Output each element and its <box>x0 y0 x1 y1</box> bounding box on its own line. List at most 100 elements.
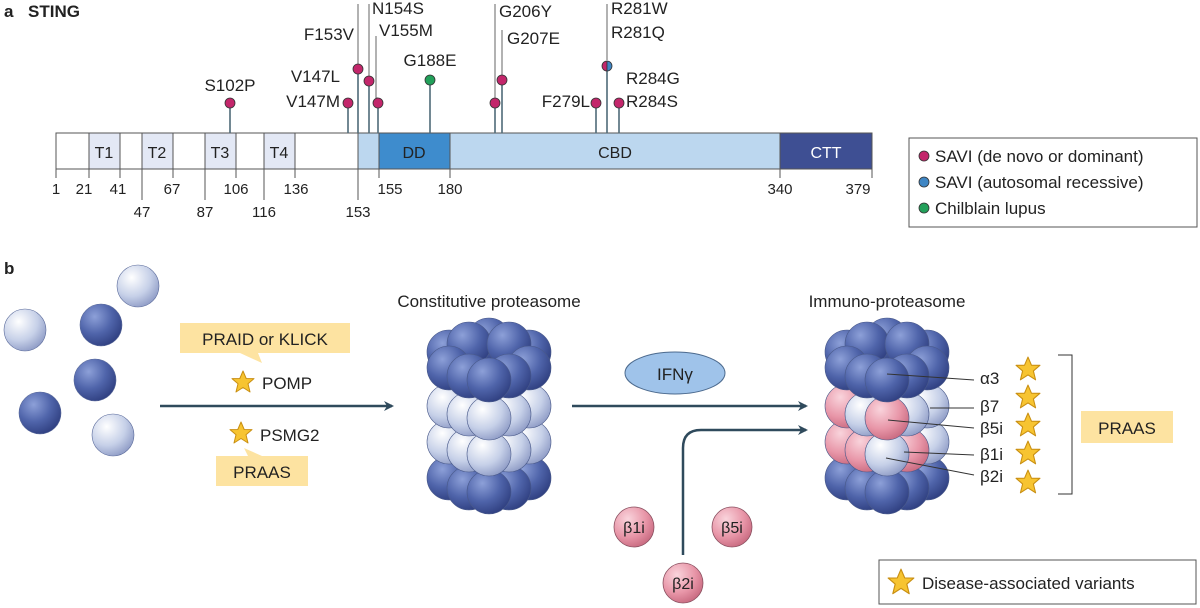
ifn-label: IFNγ <box>657 365 693 384</box>
mut-g206y: G206Y <box>499 2 552 21</box>
mut-f279l: F279L <box>542 92 590 111</box>
mutation-leaders <box>357 4 608 99</box>
subunit-leaders <box>885 373 975 476</box>
subunit-b1i: β1i <box>980 445 1003 464</box>
tick-87: 87 <box>197 204 214 221</box>
panel-a-title: STING <box>28 2 80 21</box>
tick-116: 116 <box>252 204 276 221</box>
domain-ctt <box>779 132 873 170</box>
label-t3: T3 <box>211 145 230 162</box>
protein-bar <box>55 132 873 170</box>
label-dd: DD <box>402 145 425 162</box>
constitutive-title: Constitutive proteasome <box>397 292 580 311</box>
mut-r284g: R284G <box>626 69 680 88</box>
mut-v147l: V147L <box>291 67 340 86</box>
praas-label-left: PRAAS <box>233 463 291 482</box>
domain-t4 <box>263 132 296 170</box>
tick-labels-top: 1 21 41 67 106 136 155 180 340 379 <box>52 181 871 198</box>
psmg2-label: PSMG2 <box>260 426 320 445</box>
domain-dd <box>378 132 451 170</box>
mut-n154s: N154S <box>372 0 424 18</box>
legend-a: SAVI (de novo or dominant) SAVI (autosom… <box>908 137 1198 228</box>
panel-a-letter: a <box>4 2 14 21</box>
mut-r281w: R281W <box>611 0 668 18</box>
tick-180: 180 <box>437 181 462 198</box>
pomp-label: POMP <box>262 374 312 393</box>
mut-f153v: F153V <box>304 25 355 44</box>
mutation-markers <box>224 60 625 109</box>
legend-chilblain: Chilblain lupus <box>935 199 1046 218</box>
subunit-b1i-ball <box>613 506 655 548</box>
tick-136: 136 <box>283 181 308 198</box>
pomp-star-icon <box>231 370 255 393</box>
variant-stars <box>1015 356 1041 494</box>
domain-cbd <box>449 132 781 170</box>
panel-b-letter: b <box>4 259 14 278</box>
tick-lines <box>55 169 873 200</box>
subunit-b5i-ball <box>711 506 753 548</box>
tick-1: 1 <box>52 181 60 198</box>
domain-t3 <box>204 132 237 170</box>
star-a3-icon <box>1015 356 1041 381</box>
domain-t2 <box>141 132 174 170</box>
legend-savi-recessive: SAVI (autosomal recessive) <box>935 173 1143 192</box>
subunit-b5i: β5i <box>980 419 1003 438</box>
psmg2-star-icon <box>229 421 253 444</box>
label-b5i: β5i <box>721 520 743 537</box>
label-t4: T4 <box>270 145 289 162</box>
legend-variants-label: Disease-associated variants <box>922 574 1135 593</box>
mut-r281q: R281Q <box>611 23 665 42</box>
legend-chilblain-marker <box>918 202 930 214</box>
legend-b: Disease-associated variants <box>878 559 1197 605</box>
subunit-b2i: β2i <box>980 467 1003 486</box>
arrows <box>160 401 808 555</box>
tick-153: 153 <box>345 204 370 221</box>
legend-savi-dominant: SAVI (de novo or dominant) <box>935 147 1144 166</box>
mut-s102p: S102P <box>204 76 255 95</box>
subunit-b7: β7 <box>980 397 999 416</box>
praid-box <box>180 323 350 353</box>
ifn-ellipse <box>624 351 726 395</box>
domain-light-1 <box>357 132 380 170</box>
star-b5i-icon <box>1015 412 1041 437</box>
tick-21: 21 <box>76 181 93 198</box>
tick-67: 67 <box>164 181 181 198</box>
constitutive-proteasome <box>426 317 552 515</box>
label-t1: T1 <box>95 145 114 162</box>
tick-106: 106 <box>223 181 248 198</box>
arrow-incorporation <box>681 425 808 555</box>
praid-label: PRAID or KLICK <box>202 330 328 349</box>
star-b1i-icon <box>1015 440 1041 465</box>
label-b2i: β2i <box>672 576 694 593</box>
tick-155: 155 <box>377 181 402 198</box>
immuno-title: Immuno-proteasome <box>809 292 966 311</box>
mut-g188e: G188E <box>404 51 457 70</box>
mut-v155m: V155M <box>379 21 433 40</box>
tick-41: 41 <box>110 181 127 198</box>
tick-47: 47 <box>134 204 151 221</box>
free-immuno-subunits <box>613 506 753 604</box>
label-t2: T2 <box>148 145 167 162</box>
immuno-subunit-labels: α3 β7 β5i β1i β2i <box>980 369 1003 486</box>
praas-label-right: PRAAS <box>1098 419 1156 438</box>
label-ctt: CTT <box>810 145 841 162</box>
mut-r284s: R284S <box>626 92 678 111</box>
free-subunits <box>3 264 160 457</box>
domain-t1 <box>88 132 121 170</box>
mutation-stems <box>229 66 620 133</box>
tick-379: 379 <box>845 181 870 198</box>
label-cbd: CBD <box>598 145 632 162</box>
label-b1i: β1i <box>623 520 645 537</box>
praas-box-right <box>1081 411 1173 443</box>
star-b2i-icon <box>1015 469 1041 494</box>
legend-savi-dominant-marker <box>918 150 930 162</box>
tick-labels-bottom: 47 87 116 153 <box>134 204 371 221</box>
subunit-b2i-ball <box>662 562 704 604</box>
immuno-proteasome <box>824 317 950 515</box>
star-b7-icon <box>1015 384 1041 409</box>
mut-g207e: G207E <box>507 29 560 48</box>
bracket <box>1058 354 1073 495</box>
mutation-labels: S102P V147L V147M F153V N154S V155M G188… <box>204 0 679 111</box>
assembly-factors: PRAID or KLICK POMP PSMG2 PRAAS <box>180 323 350 486</box>
